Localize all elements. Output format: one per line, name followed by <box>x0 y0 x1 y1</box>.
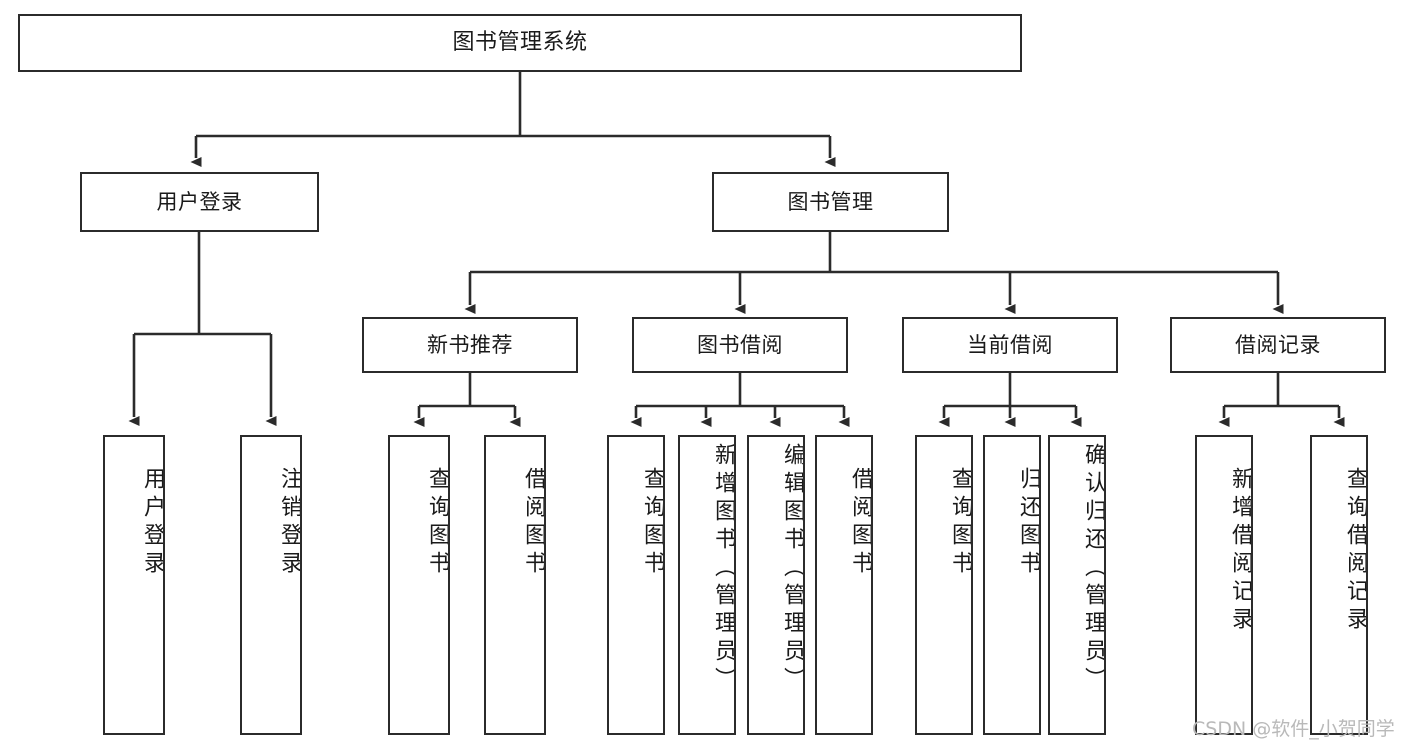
node-user-login-label: 用户登录 <box>156 189 243 214</box>
node-book-borrow[interactable]: 图书借阅 <box>632 317 848 373</box>
leaf-return-book[interactable]: 归还图书 <box>983 435 1041 735</box>
leaf-add-book-admin[interactable]: 新增图书（管理员） <box>678 435 736 735</box>
leaf-add-borrow-record[interactable]: 新增借阅记录 <box>1195 435 1253 735</box>
leaf-confirm-return-admin[interactable]: 确认归还（管理员） <box>1048 435 1106 735</box>
node-root-library-system[interactable]: 图书管理系统 <box>18 14 1022 72</box>
node-new-book-recommend[interactable]: 新书推荐 <box>362 317 578 373</box>
node-book-management-label: 图书管理 <box>787 189 874 214</box>
node-user-login[interactable]: 用户登录 <box>80 172 319 232</box>
leaf-query-borrow-record-label: 查询借阅记录 <box>1343 467 1368 635</box>
node-book-borrow-label: 图书借阅 <box>697 332 783 357</box>
leaf-logout[interactable]: 注销登录 <box>240 435 302 735</box>
leaf-borrow-book-newbook-label: 借阅图书 <box>521 467 546 579</box>
leaf-return-book-label: 归还图书 <box>1016 467 1041 579</box>
leaf-borrow-book-borrow[interactable]: 借阅图书 <box>815 435 873 735</box>
node-current-borrow-label: 当前借阅 <box>967 332 1053 357</box>
node-borrow-record[interactable]: 借阅记录 <box>1170 317 1386 373</box>
leaf-query-book-current-label: 查询图书 <box>948 467 973 579</box>
leaf-borrow-book-borrow-label: 借阅图书 <box>848 467 873 579</box>
leaf-query-book-newbook[interactable]: 查询图书 <box>388 435 450 735</box>
leaf-query-borrow-record[interactable]: 查询借阅记录 <box>1310 435 1368 735</box>
leaf-query-book-newbook-label: 查询图书 <box>425 467 450 579</box>
leaf-edit-book-admin[interactable]: 编辑图书（管理员） <box>747 435 805 735</box>
leaf-edit-book-admin-label: 编辑图书（管理员） <box>780 443 805 695</box>
node-root-label: 图书管理系统 <box>452 30 588 55</box>
leaf-user-login-label: 用户登录 <box>140 467 165 579</box>
leaf-logout-label: 注销登录 <box>277 467 302 579</box>
leaf-query-book-borrow[interactable]: 查询图书 <box>607 435 665 735</box>
node-current-borrow[interactable]: 当前借阅 <box>902 317 1118 373</box>
leaf-confirm-return-admin-label: 确认归还（管理员） <box>1081 443 1106 695</box>
leaf-borrow-book-newbook[interactable]: 借阅图书 <box>484 435 546 735</box>
node-book-management[interactable]: 图书管理 <box>712 172 949 232</box>
leaf-user-login[interactable]: 用户登录 <box>103 435 165 735</box>
node-borrow-record-label: 借阅记录 <box>1235 332 1321 357</box>
leaf-add-borrow-record-label: 新增借阅记录 <box>1228 467 1253 635</box>
leaf-query-book-borrow-label: 查询图书 <box>640 467 665 579</box>
node-new-book-recommend-label: 新书推荐 <box>427 332 513 357</box>
leaf-query-book-current[interactable]: 查询图书 <box>915 435 973 735</box>
leaf-add-book-admin-label: 新增图书（管理员） <box>711 443 736 695</box>
